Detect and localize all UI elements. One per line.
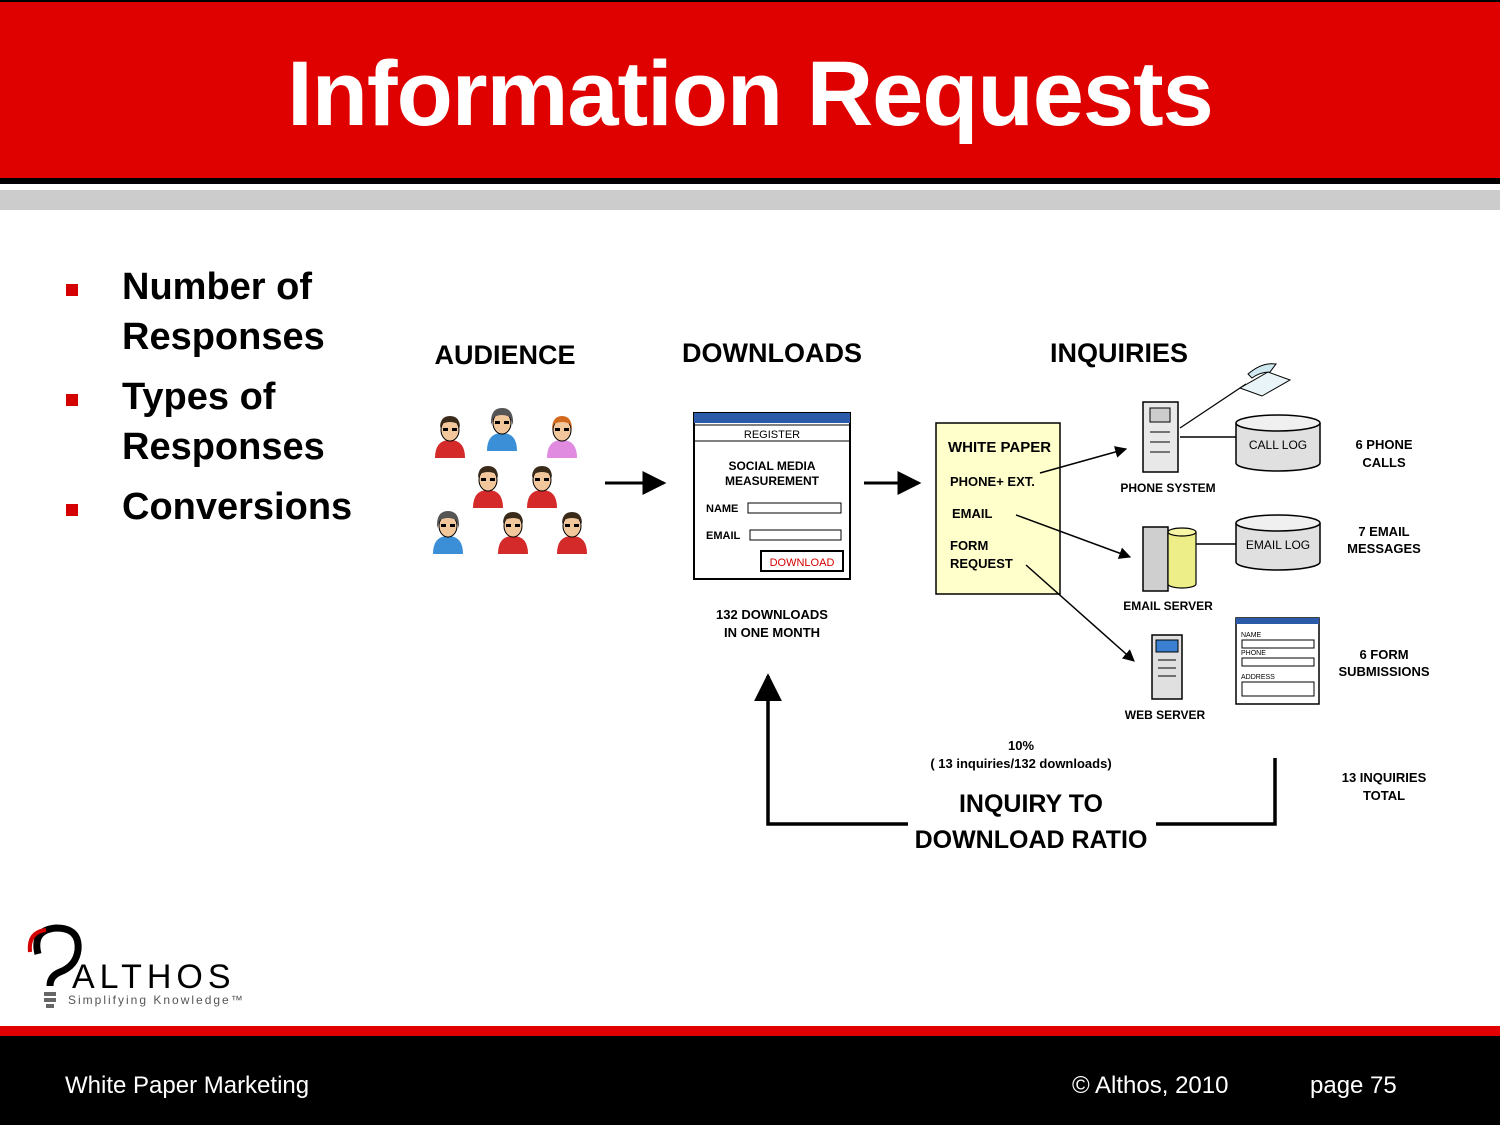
white-paper-phone: PHONE+ EXT. bbox=[950, 474, 1035, 489]
email-log-database-icon bbox=[1235, 514, 1321, 571]
form-name-field bbox=[747, 502, 842, 514]
bullet-item: Types of Responses bbox=[60, 372, 392, 472]
arrow-to-phone-system bbox=[1039, 446, 1128, 474]
ratio-loop-right-line bbox=[1156, 758, 1277, 826]
white-paper-card: WHITE PAPER PHONE+ EXT. EMAIL FORM REQUE… bbox=[935, 422, 1061, 595]
downloads-caption-line1: 132 DOWNLOADS bbox=[716, 607, 828, 622]
form-title-line1: SOCIAL MEDIA bbox=[728, 459, 815, 473]
header-divider bbox=[0, 190, 1500, 210]
phone-line bbox=[1179, 383, 1247, 429]
arrow-to-web-server bbox=[1025, 564, 1135, 662]
bullet-list: Number of Responses Types of Responses C… bbox=[60, 262, 392, 542]
form-header-text: REGISTER bbox=[744, 429, 800, 441]
footer-bar: White Paper Marketing © Althos, 2010 pag… bbox=[0, 1036, 1500, 1125]
telephone-icon bbox=[1238, 363, 1292, 397]
bullet-text: Number of Responses bbox=[122, 266, 325, 358]
bullet-item: Number of Responses bbox=[60, 262, 392, 362]
total-inquiries-line1: 13 INQUIRIES bbox=[1342, 770, 1427, 785]
white-paper-email: EMAIL bbox=[952, 506, 993, 521]
bullet-item: Conversions bbox=[60, 482, 392, 532]
arrow-to-email-server bbox=[1015, 514, 1132, 559]
phone-system-icon bbox=[1142, 401, 1179, 473]
phone-system-label: PHONE SYSTEM bbox=[1120, 481, 1215, 495]
bullet-square-icon bbox=[66, 394, 78, 406]
downloads-caption-line2: IN ONE MONTH bbox=[724, 625, 820, 640]
web-form-icon bbox=[1235, 617, 1320, 705]
page-title: Information Requests bbox=[287, 43, 1214, 145]
ratio-label-line2: DOWNLOAD RATIO bbox=[915, 826, 1148, 854]
inquiry-flow-diagram: AUDIENCE DOWNLOADS INQUIRIES REGISTER SO… bbox=[432, 338, 1430, 854]
form-download-button bbox=[760, 550, 844, 572]
call-log-database-icon bbox=[1235, 414, 1321, 472]
email-server-icon bbox=[1142, 526, 1197, 592]
email-messages-count-line1: 7 EMAIL bbox=[1358, 524, 1409, 539]
form-submissions-count-line2: SUBMISSIONS bbox=[1338, 664, 1429, 679]
form-name-label: NAME bbox=[706, 503, 738, 515]
registration-form-window: REGISTER SOCIAL MEDIA MEASUREMENT NAME E… bbox=[693, 412, 851, 580]
audience-label: AUDIENCE bbox=[434, 340, 575, 370]
call-log-label: CALL LOG bbox=[1249, 438, 1307, 452]
footer-page-number: page 75 bbox=[1310, 1072, 1397, 1099]
web-form-field-name: NAME bbox=[1241, 632, 1262, 639]
email-messages-count-line2: MESSAGES bbox=[1347, 541, 1421, 556]
ratio-percent: 10% bbox=[1008, 738, 1034, 753]
bullet-text: Types of Responses bbox=[122, 376, 325, 468]
ratio-loop-left-arrow bbox=[754, 673, 908, 826]
email-server-label: EMAIL SERVER bbox=[1123, 599, 1213, 613]
logo-name: ALTHOS bbox=[72, 958, 236, 996]
web-server-label: WEB SERVER bbox=[1125, 708, 1206, 722]
downloads-label: DOWNLOADS bbox=[682, 338, 862, 368]
header-bar: Information Requests bbox=[0, 0, 1500, 184]
ratio-detail: ( 13 inquiries/132 downloads) bbox=[930, 756, 1111, 771]
white-paper-title: WHITE PAPER bbox=[948, 439, 1051, 456]
form-submissions-count-line1: 6 FORM bbox=[1359, 647, 1408, 662]
form-email-label: EMAIL bbox=[706, 530, 741, 542]
white-paper-form-line1: FORM bbox=[950, 538, 988, 553]
althos-logo: ALTHOS Simplifying Knowledge™ bbox=[27, 924, 245, 1008]
web-server-icon bbox=[1151, 634, 1183, 700]
ratio-label-line1: INQUIRY TO bbox=[959, 790, 1103, 818]
phone-calls-count-line2: CALLS bbox=[1362, 455, 1406, 470]
inquiries-label: INQUIRIES bbox=[1050, 338, 1188, 368]
footer-title: White Paper Marketing bbox=[65, 1072, 310, 1099]
white-paper-form-line2: REQUEST bbox=[950, 556, 1013, 571]
email-log-label: EMAIL LOG bbox=[1246, 538, 1310, 552]
form-download-button-text: DOWNLOAD bbox=[770, 557, 835, 569]
bullet-square-icon bbox=[66, 284, 78, 296]
logo-tagline: Simplifying Knowledge™ bbox=[68, 993, 245, 1007]
bullet-text: Conversions bbox=[122, 486, 353, 528]
total-inquiries-line2: TOTAL bbox=[1363, 788, 1405, 803]
web-form-field-phone: PHONE bbox=[1241, 650, 1266, 657]
form-email-field bbox=[749, 529, 842, 541]
footer-copyright: © Althos, 2010 bbox=[1072, 1072, 1229, 1099]
audience-people-icon bbox=[432, 407, 588, 555]
form-title-line2: MEASUREMENT bbox=[725, 474, 820, 488]
web-form-field-address: ADDRESS bbox=[1241, 674, 1275, 681]
bullet-square-icon bbox=[66, 504, 78, 516]
phone-calls-count-line1: 6 PHONE bbox=[1355, 437, 1412, 452]
footer-red-stripe bbox=[0, 1026, 1500, 1036]
